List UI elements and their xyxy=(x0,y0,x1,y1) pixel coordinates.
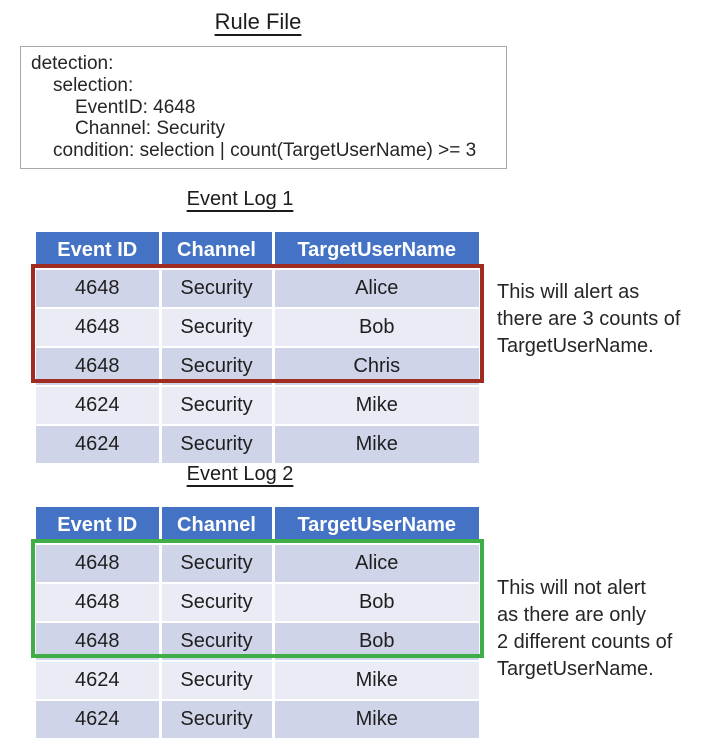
table-cell: Security xyxy=(160,385,275,425)
table-cell: 4648 xyxy=(36,268,162,308)
rule-code-line: detection: xyxy=(31,53,114,74)
column-header: Event ID xyxy=(36,232,162,269)
table-cell: Security xyxy=(160,424,275,463)
table-cell: Security xyxy=(160,307,275,347)
table-cell: Mike xyxy=(273,385,479,425)
table-cell: Mike xyxy=(273,660,479,700)
rule-code-line: Channel: Security xyxy=(75,118,225,140)
alert-highlight-rect xyxy=(31,264,484,383)
rule-code-line: selection: xyxy=(53,74,134,96)
table-cell: Security xyxy=(160,660,275,700)
table-cell: Mike xyxy=(273,699,479,738)
table-cell: 4624 xyxy=(36,385,162,425)
column-header: Event ID xyxy=(36,507,162,544)
event-log-2-title: Event Log 2 xyxy=(186,463,294,485)
table-cell: 4624 xyxy=(36,699,162,738)
table-cell: 4648 xyxy=(36,582,162,622)
column-header: TargetUserName xyxy=(273,507,479,544)
rule-file-title: Rule File xyxy=(214,9,302,34)
column-header: Channel xyxy=(160,232,275,269)
table-cell: Mike xyxy=(273,424,479,463)
table-cell: 4648 xyxy=(36,307,162,347)
table-cell: Bob xyxy=(273,582,479,622)
event-log-1-title: Event Log 1 xyxy=(186,188,294,210)
no-alert-annotation: This will not alert as there are only 2 … xyxy=(497,577,673,680)
table-cell: Security xyxy=(160,699,275,738)
column-header: TargetUserName xyxy=(273,232,479,269)
column-header: Channel xyxy=(160,507,275,544)
table-cell: Security xyxy=(160,543,275,583)
rule-code-line: condition: selection | count(TargetUserN… xyxy=(53,140,477,162)
no-alert-highlight-rect xyxy=(31,539,484,658)
alert-annotation: This will alert as there are 3 counts of… xyxy=(497,281,681,357)
table-cell: 4648 xyxy=(36,543,162,583)
table-cell: 4624 xyxy=(36,424,162,463)
table-cell: Alice xyxy=(273,543,479,583)
table-cell: 4624 xyxy=(36,660,162,700)
table-cell: Bob xyxy=(273,307,479,347)
table-cell: Alice xyxy=(273,268,479,308)
rule-code-line: EventID: 4648 xyxy=(75,96,196,118)
table-cell: Security xyxy=(160,268,275,308)
table-cell: Security xyxy=(160,582,275,622)
